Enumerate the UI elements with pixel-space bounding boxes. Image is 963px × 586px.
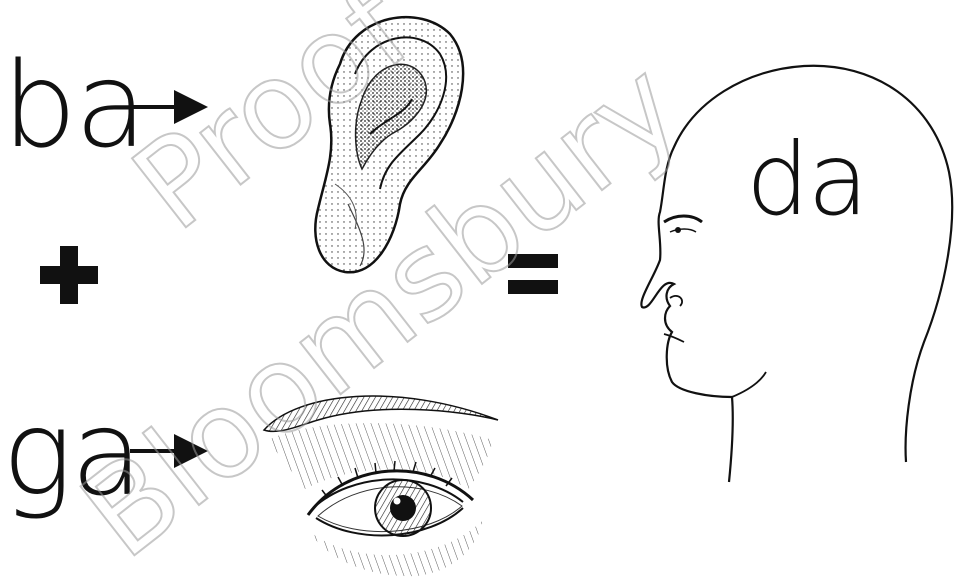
syllable-da: da [746,130,867,230]
syllable-ga: ga [2,394,141,512]
ear-icon [300,4,470,282]
arrow-ba-icon [128,84,210,130]
eye-icon [258,380,510,580]
syllable-ba: ba [2,46,145,164]
plus-icon [38,244,100,306]
arrow-ga-icon [128,428,210,474]
equals-icon [506,252,560,296]
